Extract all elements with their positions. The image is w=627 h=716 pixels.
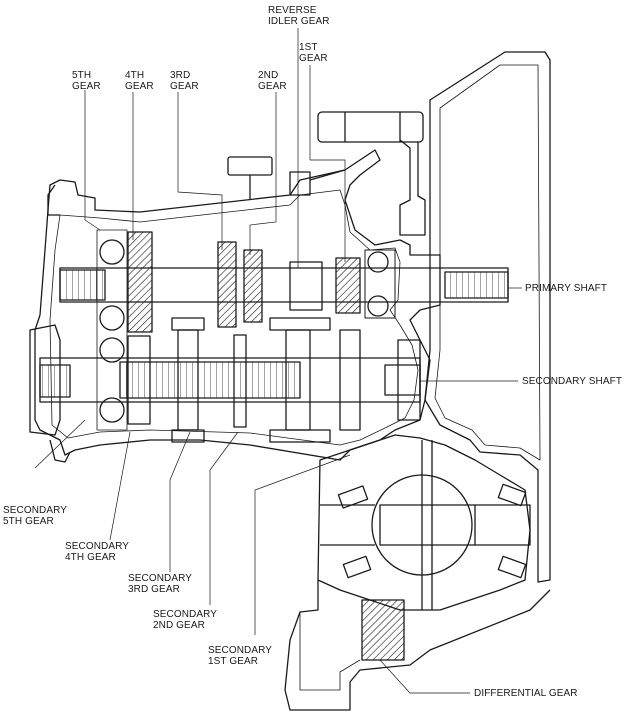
label-secondary-second-gear: SECONDARY 2ND GEAR: [153, 609, 218, 631]
label-primary-shaft: PRIMARY SHAFT: [525, 283, 608, 294]
leader-secondary-first: [254, 454, 351, 635]
primary-second-gear: [243, 249, 263, 323]
differential-bearing-left-top: [337, 485, 369, 509]
primary-first-gear: [335, 257, 361, 314]
shift-rod: [317, 111, 424, 143]
primary-third-gear: [217, 241, 237, 328]
primary-reverse-gear: [289, 261, 323, 311]
differential-housing: [317, 434, 531, 611]
leader-secondary-second: [209, 431, 239, 605]
bearing-secondary-front-top: [99, 337, 125, 363]
leader-differential: [379, 659, 470, 694]
case-inner-wall: [49, 189, 419, 446]
differential-bearing-left-bottom: [342, 555, 372, 579]
label-secondary-fifth-gear: SECONDARY 5TH GEAR: [3, 505, 68, 527]
clutch-housing-inner: [434, 64, 541, 461]
leader-secondary-fifth: [34, 419, 86, 469]
label-fourth-gear: 4TH GEAR: [125, 70, 154, 92]
front-cover: [29, 324, 61, 436]
secondary-second-gear: [233, 334, 247, 428]
primary-fourth-gear: [127, 231, 153, 333]
label-second-gear: 2ND GEAR: [258, 70, 287, 92]
leader-third-gear: [177, 92, 223, 250]
leader-second-gear: [249, 92, 277, 255]
leader-secondary-fourth: [109, 431, 131, 541]
label-fifth-gear: 5TH GEAR: [72, 70, 101, 92]
differential-bearing-right-top: [497, 483, 527, 507]
bearing-primary-front-top: [99, 239, 125, 265]
bearing-secondary-front-bottom: [99, 397, 125, 423]
label-third-gear: 3RD GEAR: [170, 70, 199, 92]
label-reverse-idler-gear: REVERSE IDLER GEAR: [268, 5, 330, 27]
secondary-synchro-1: [171, 317, 205, 331]
secondary-fourth-gear: [127, 335, 151, 425]
differential-bearing-right-bottom: [497, 555, 527, 579]
label-secondary-first-gear: SECONDARY 1ST GEAR: [208, 645, 273, 667]
leader-fifth-gear: [84, 90, 101, 231]
bearing-primary-rear-top: [367, 251, 389, 273]
transmission-case: [34, 149, 441, 461]
leader-secondary-third: [169, 431, 191, 572]
differential-ring-gear: [361, 599, 405, 661]
label-first-gear: 1ST GEAR: [299, 42, 328, 64]
label-secondary-third-gear: SECONDARY 3RD GEAR: [128, 573, 193, 595]
label-secondary-shaft: SECONDARY SHAFT: [522, 376, 623, 387]
label-secondary-fourth-gear: SECONDARY 4TH GEAR: [65, 541, 130, 563]
clutch-housing: [424, 51, 551, 583]
bearing-primary-rear-bottom: [367, 295, 389, 317]
label-differential-gear: DIFFERENTIAL GEAR: [474, 688, 578, 699]
bearing-primary-front-bottom: [99, 305, 125, 331]
